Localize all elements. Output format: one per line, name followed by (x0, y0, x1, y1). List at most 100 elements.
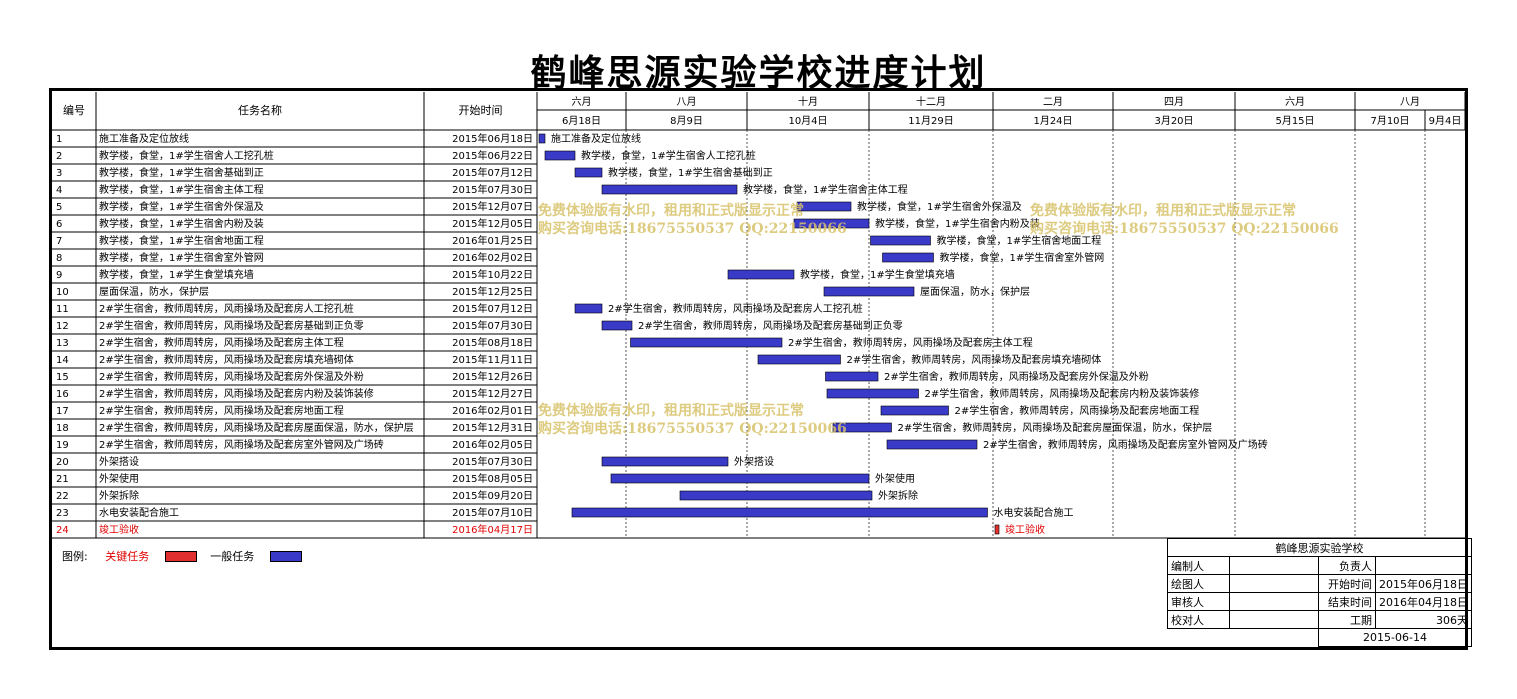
task-bar (544, 150, 576, 161)
task-name: 教学楼，食堂，1#学生宿舍人工挖孔桩 (99, 149, 274, 162)
task-id: 1 (56, 134, 62, 145)
task-bar (793, 218, 870, 229)
task-bar-label: 2#学生宿舍，教师周转房，风雨操场及配套房地面工程 (955, 404, 1200, 417)
task-start: 2015年09月20日 (452, 489, 533, 502)
task-bar-label: 外架使用 (875, 472, 915, 485)
task-bar (882, 252, 934, 263)
watermark-text: 免费体验版有水印，租用和正式版显示正常 (538, 203, 804, 219)
task-id: 2 (56, 151, 62, 162)
month-label: 六月 (1285, 96, 1305, 108)
task-name: 2#学生宿舍，教师周转房，风雨操场及配套房屋面保温，防水，保护层 (99, 421, 414, 434)
info-drawer-label: 绘图人 (1167, 574, 1230, 593)
task-start: 2016年04月17日 (452, 523, 533, 536)
watermark-text: 免费体验版有水印，租用和正式版显示正常 (538, 403, 804, 419)
task-bar-label: 外架拆除 (878, 489, 918, 502)
task-start: 2016年01月25日 (452, 234, 533, 247)
info-end-label: 结束时间 (1318, 592, 1376, 611)
task-bar (825, 371, 879, 382)
watermark-text: 免费体验版有水印，租用和正式版显示正常 (1030, 203, 1296, 219)
info-drawer-value (1229, 574, 1319, 593)
task-name: 2#学生宿舍，教师周转房，风雨操场及配套房主体工程 (99, 336, 344, 349)
legend-critical-swatch (164, 550, 197, 562)
task-id: 10 (56, 287, 69, 298)
task-start: 2015年06月18日 (452, 132, 533, 145)
task-id: 5 (56, 202, 62, 213)
col-header-id: 编号 (63, 103, 85, 117)
task-start: 2015年07月10日 (452, 506, 533, 519)
task-id: 23 (56, 508, 69, 519)
task-id: 13 (56, 338, 69, 349)
task-id: 14 (56, 355, 69, 366)
info-editor-value (1229, 556, 1319, 575)
task-bar-label: 教学楼，食堂，1#学生宿舍内粉及装 (875, 217, 1040, 230)
task-bar-label: 2#学生宿舍，教师周转房，风雨操场及配套房人工挖孔桩 (608, 302, 863, 315)
info-owner-value (1374, 556, 1473, 575)
task-start: 2015年07月30日 (452, 455, 533, 468)
task-bar-label: 教学楼，食堂，1#学生宿舍室外管网 (940, 251, 1105, 264)
gantt-frame (49, 88, 1468, 650)
task-bar-label: 屋面保温，防水，保护层 (920, 285, 1030, 298)
task-bar (870, 235, 931, 246)
task-name: 2#学生宿舍，教师周转房，风雨操场及配套房基础到正负零 (99, 319, 364, 332)
task-bar-label: 2#学生宿舍，教师周转房，风雨操场及配套房室外管网及广场砖 (983, 438, 1268, 451)
info-reviewer-value (1229, 592, 1319, 611)
task-bar-label: 2#学生宿舍，教师周转房，风雨操场及配套房基础到正负零 (638, 319, 903, 332)
task-name: 教学楼，食堂，1#学生食堂填充墙 (99, 268, 254, 281)
task-start: 2016年02月01日 (452, 404, 533, 417)
task-bar-label: 2#学生宿舍，教师周转房，风雨操场及配套房屋面保温，防水，保护层 (898, 421, 1213, 434)
info-school: 鹤峰思源实验学校 (1166, 538, 1473, 557)
task-bar (538, 133, 546, 144)
info-editor-label: 编制人 (1167, 556, 1230, 575)
task-name: 2#学生宿舍，教师周转房，风雨操场及配套房人工挖孔桩 (99, 302, 354, 315)
task-bar (880, 405, 949, 416)
task-start: 2015年12月31日 (452, 421, 533, 434)
task-bar-label: 教学楼，食堂，1#学生宿舍基础到正 (608, 166, 773, 179)
task-start: 2015年12月27日 (452, 387, 533, 400)
task-name: 外架使用 (99, 472, 139, 485)
task-start: 2015年07月30日 (452, 319, 533, 332)
month-label: 十月 (798, 95, 818, 108)
task-id: 9 (56, 270, 62, 281)
task-id: 4 (56, 185, 62, 196)
page-title: 鹤峰思源实验学校进度计划 (530, 52, 987, 94)
task-id: 8 (56, 253, 62, 264)
task-start: 2015年07月12日 (452, 302, 533, 315)
col-header-name: 任务名称 (238, 103, 282, 117)
task-bar (823, 286, 915, 297)
date-label: 9月4日 (1429, 115, 1462, 127)
info-reviewer-label: 审核人 (1167, 592, 1230, 611)
month-label: 八月 (1400, 96, 1420, 108)
task-bar (601, 184, 738, 195)
task-start: 2015年07月12日 (452, 166, 533, 179)
info-duration-label: 工期 (1318, 610, 1376, 629)
task-bar (571, 507, 988, 518)
task-start: 2015年08月05日 (452, 472, 533, 485)
legend-label: 图例: (62, 550, 88, 563)
task-bar-label: 教学楼，食堂，1#学生食堂填充墙 (800, 268, 955, 281)
legend-critical-label: 关键任务 (105, 550, 150, 563)
task-start: 2015年12月05日 (452, 217, 533, 230)
task-id: 3 (56, 168, 62, 179)
task-name: 教学楼，食堂，1#学生宿舍地面工程 (99, 234, 264, 247)
task-bar (994, 524, 1000, 535)
info-table: 鹤峰思源实验学校 编制人 负责人 绘图人 开始时间 2015年06月18日 审核… (1166, 538, 1473, 647)
task-start: 2016年02月05日 (452, 438, 533, 451)
task-name: 2#学生宿舍，教师周转房，风雨操场及配套房外保温及外粉 (99, 370, 364, 383)
task-start: 2015年08月18日 (452, 336, 533, 349)
date-label: 11月29日 (908, 115, 953, 127)
task-bar-label: 施工准备及定位放线 (551, 132, 641, 145)
date-label: 10月4日 (788, 115, 827, 127)
task-bar (679, 490, 873, 501)
task-name: 教学楼，食堂，1#学生宿舍室外管网 (99, 251, 264, 264)
month-label: 十二月 (916, 95, 946, 108)
watermark-text: 购买咨询电话:18675550537 QQ:22150066 (538, 221, 847, 237)
date-label: 6月18日 (562, 115, 601, 127)
month-label: 四月 (1164, 96, 1184, 108)
month-label: 八月 (677, 96, 697, 108)
task-start: 2015年12月07日 (452, 200, 533, 213)
info-blank (1168, 629, 1319, 647)
task-id: 12 (56, 321, 69, 332)
info-checker-value (1229, 610, 1319, 629)
task-name: 2#学生宿舍，教师周转房，风雨操场及配套房室外管网及广场砖 (99, 438, 384, 451)
